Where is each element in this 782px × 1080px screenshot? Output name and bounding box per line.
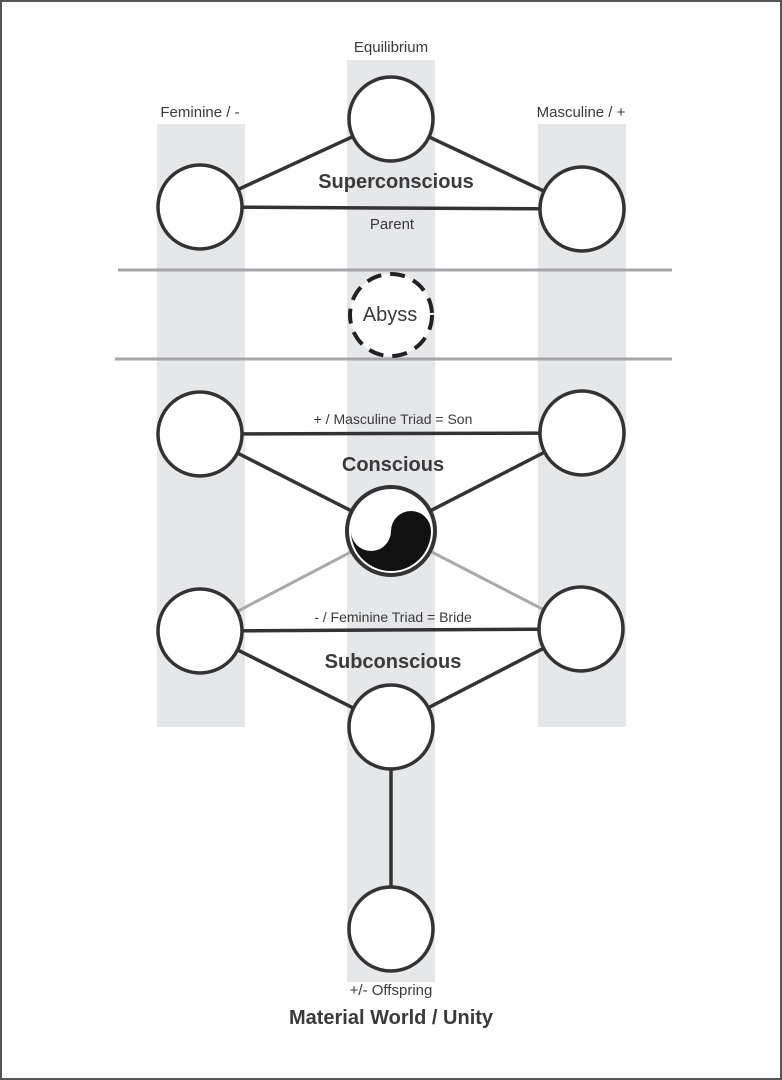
node-equilibrium-lower bbox=[347, 683, 435, 771]
masculine-label: Masculine / + bbox=[536, 104, 626, 121]
conscious-label: Conscious bbox=[341, 454, 445, 476]
node-equilibrium-top bbox=[347, 75, 435, 163]
superconscious-label: Superconscious bbox=[318, 171, 474, 193]
feminine-label: Feminine / - bbox=[160, 104, 240, 121]
path-parent bbox=[199, 205, 583, 211]
node-masculine-top bbox=[538, 165, 626, 253]
path-bride bbox=[199, 627, 582, 633]
node-feminine-lower bbox=[156, 587, 244, 675]
node-offspring bbox=[347, 885, 435, 973]
abyss-label: Abyss bbox=[362, 304, 418, 326]
node-feminine-top bbox=[156, 163, 244, 251]
offspring-label: +/- Offspring bbox=[349, 982, 433, 999]
path-son bbox=[199, 431, 583, 436]
material-world-title: Material World / Unity bbox=[288, 1007, 494, 1029]
subconscious-label: Subconscious bbox=[324, 651, 462, 673]
masculine-triad-label: + / Masculine Triad = Son bbox=[313, 411, 473, 427]
parent-label: Parent bbox=[369, 216, 415, 233]
node-feminine-middle bbox=[156, 390, 244, 478]
abyss-node bbox=[348, 272, 434, 358]
node-masculine-middle bbox=[538, 389, 626, 477]
feminine-triad-label: - / Feminine Triad = Bride bbox=[314, 609, 472, 625]
equilibrium-label: Equilibrium bbox=[353, 39, 429, 56]
yin-yang-icon bbox=[345, 485, 437, 577]
node-masculine-lower bbox=[537, 585, 625, 673]
